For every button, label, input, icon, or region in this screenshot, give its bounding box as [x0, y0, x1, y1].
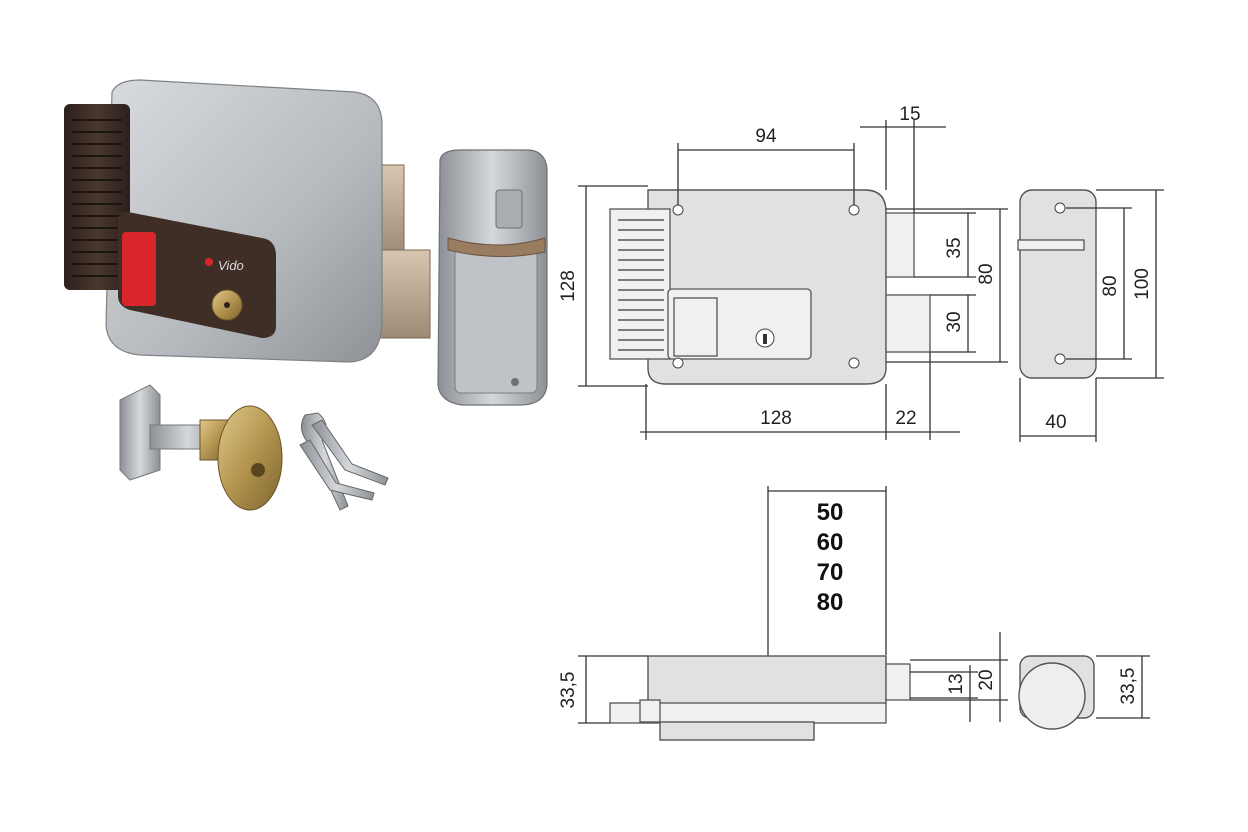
- front-button: [673, 297, 718, 357]
- lock-body-photo: Vido: [64, 79, 431, 363]
- strike-latch-catch: [495, 189, 523, 229]
- cylinder-length-2: 60: [817, 529, 844, 556]
- cylinder-cam: [119, 384, 161, 481]
- strike-dim-height: 100: [1132, 268, 1153, 300]
- dim-bolt-offset: 15: [899, 104, 920, 125]
- strike-strap: [447, 237, 546, 257]
- cylinder-keyhole: [251, 463, 265, 477]
- front-screw-holes: [672, 204, 860, 369]
- dim-bolt: 30: [944, 311, 965, 332]
- strike-screw: [511, 378, 519, 386]
- side-panel-bottom: [659, 721, 815, 741]
- dim-latch: 35: [944, 237, 965, 258]
- lock-deadbolt: [375, 249, 431, 339]
- dim-height: 128: [558, 270, 579, 302]
- front-latch-bolt: [885, 212, 915, 278]
- dim-width: 128: [760, 408, 792, 429]
- front-dimension-lines: [578, 120, 1008, 440]
- indicator-dot: [205, 258, 213, 266]
- keyhole-slot: [224, 302, 230, 308]
- side-dim-bolt-13: 13: [946, 673, 967, 694]
- keys: [299, 412, 389, 511]
- side-dim-depth: 33,5: [558, 672, 579, 709]
- strike-dim-width: 40: [1045, 412, 1066, 433]
- strike-dimension-lines: [1019, 189, 1164, 442]
- side-knob: [1018, 662, 1086, 730]
- side-handle-end: [639, 699, 661, 723]
- strike-view-drawing: 80 100 40: [1017, 189, 1164, 442]
- side-dimension-lines: [578, 632, 1150, 724]
- side-dim-bolt-20: 20: [976, 669, 997, 690]
- cylinder-length-1: 50: [817, 499, 844, 526]
- brand-logo: Vido: [218, 258, 244, 273]
- lock-handle: [64, 104, 130, 290]
- strike-front-face: [454, 244, 538, 394]
- front-deadbolt: [885, 294, 931, 353]
- strike-plate-photo: [437, 149, 548, 406]
- strike-body: [1019, 189, 1097, 379]
- cylinder-length-callout: 50 60 70 80: [767, 486, 887, 666]
- dim-projection: 22: [895, 408, 916, 429]
- strike-dim-holes: 80: [1100, 275, 1121, 296]
- side-dim-knob-depth: 33,5: [1118, 668, 1139, 705]
- cylinder-length-4: 80: [817, 589, 844, 616]
- strike-top-hole: [1054, 202, 1066, 214]
- front-handle-ribs: [618, 219, 664, 351]
- side-latch-bolt: [885, 663, 911, 701]
- handle-grip-ribs: [72, 119, 122, 277]
- front-key-slot: [763, 334, 767, 344]
- red-button: [122, 232, 156, 306]
- strike-slot: [1017, 239, 1085, 251]
- front-handle: [609, 208, 671, 360]
- cylinder-photo: [119, 384, 389, 511]
- strike-bottom-hole: [1054, 353, 1066, 365]
- cylinder-length-3: 70: [817, 559, 844, 586]
- side-lock-body: [647, 655, 887, 705]
- cylinder-face: [217, 405, 283, 511]
- dim-inner-height: 80: [976, 263, 997, 284]
- front-view-drawing: 94 15 128 35 30 80 128 22: [558, 104, 1008, 440]
- side-view-drawing: 33,5 13 20 33,5: [558, 632, 1150, 741]
- dim-top-hole-spacing: 94: [755, 126, 777, 147]
